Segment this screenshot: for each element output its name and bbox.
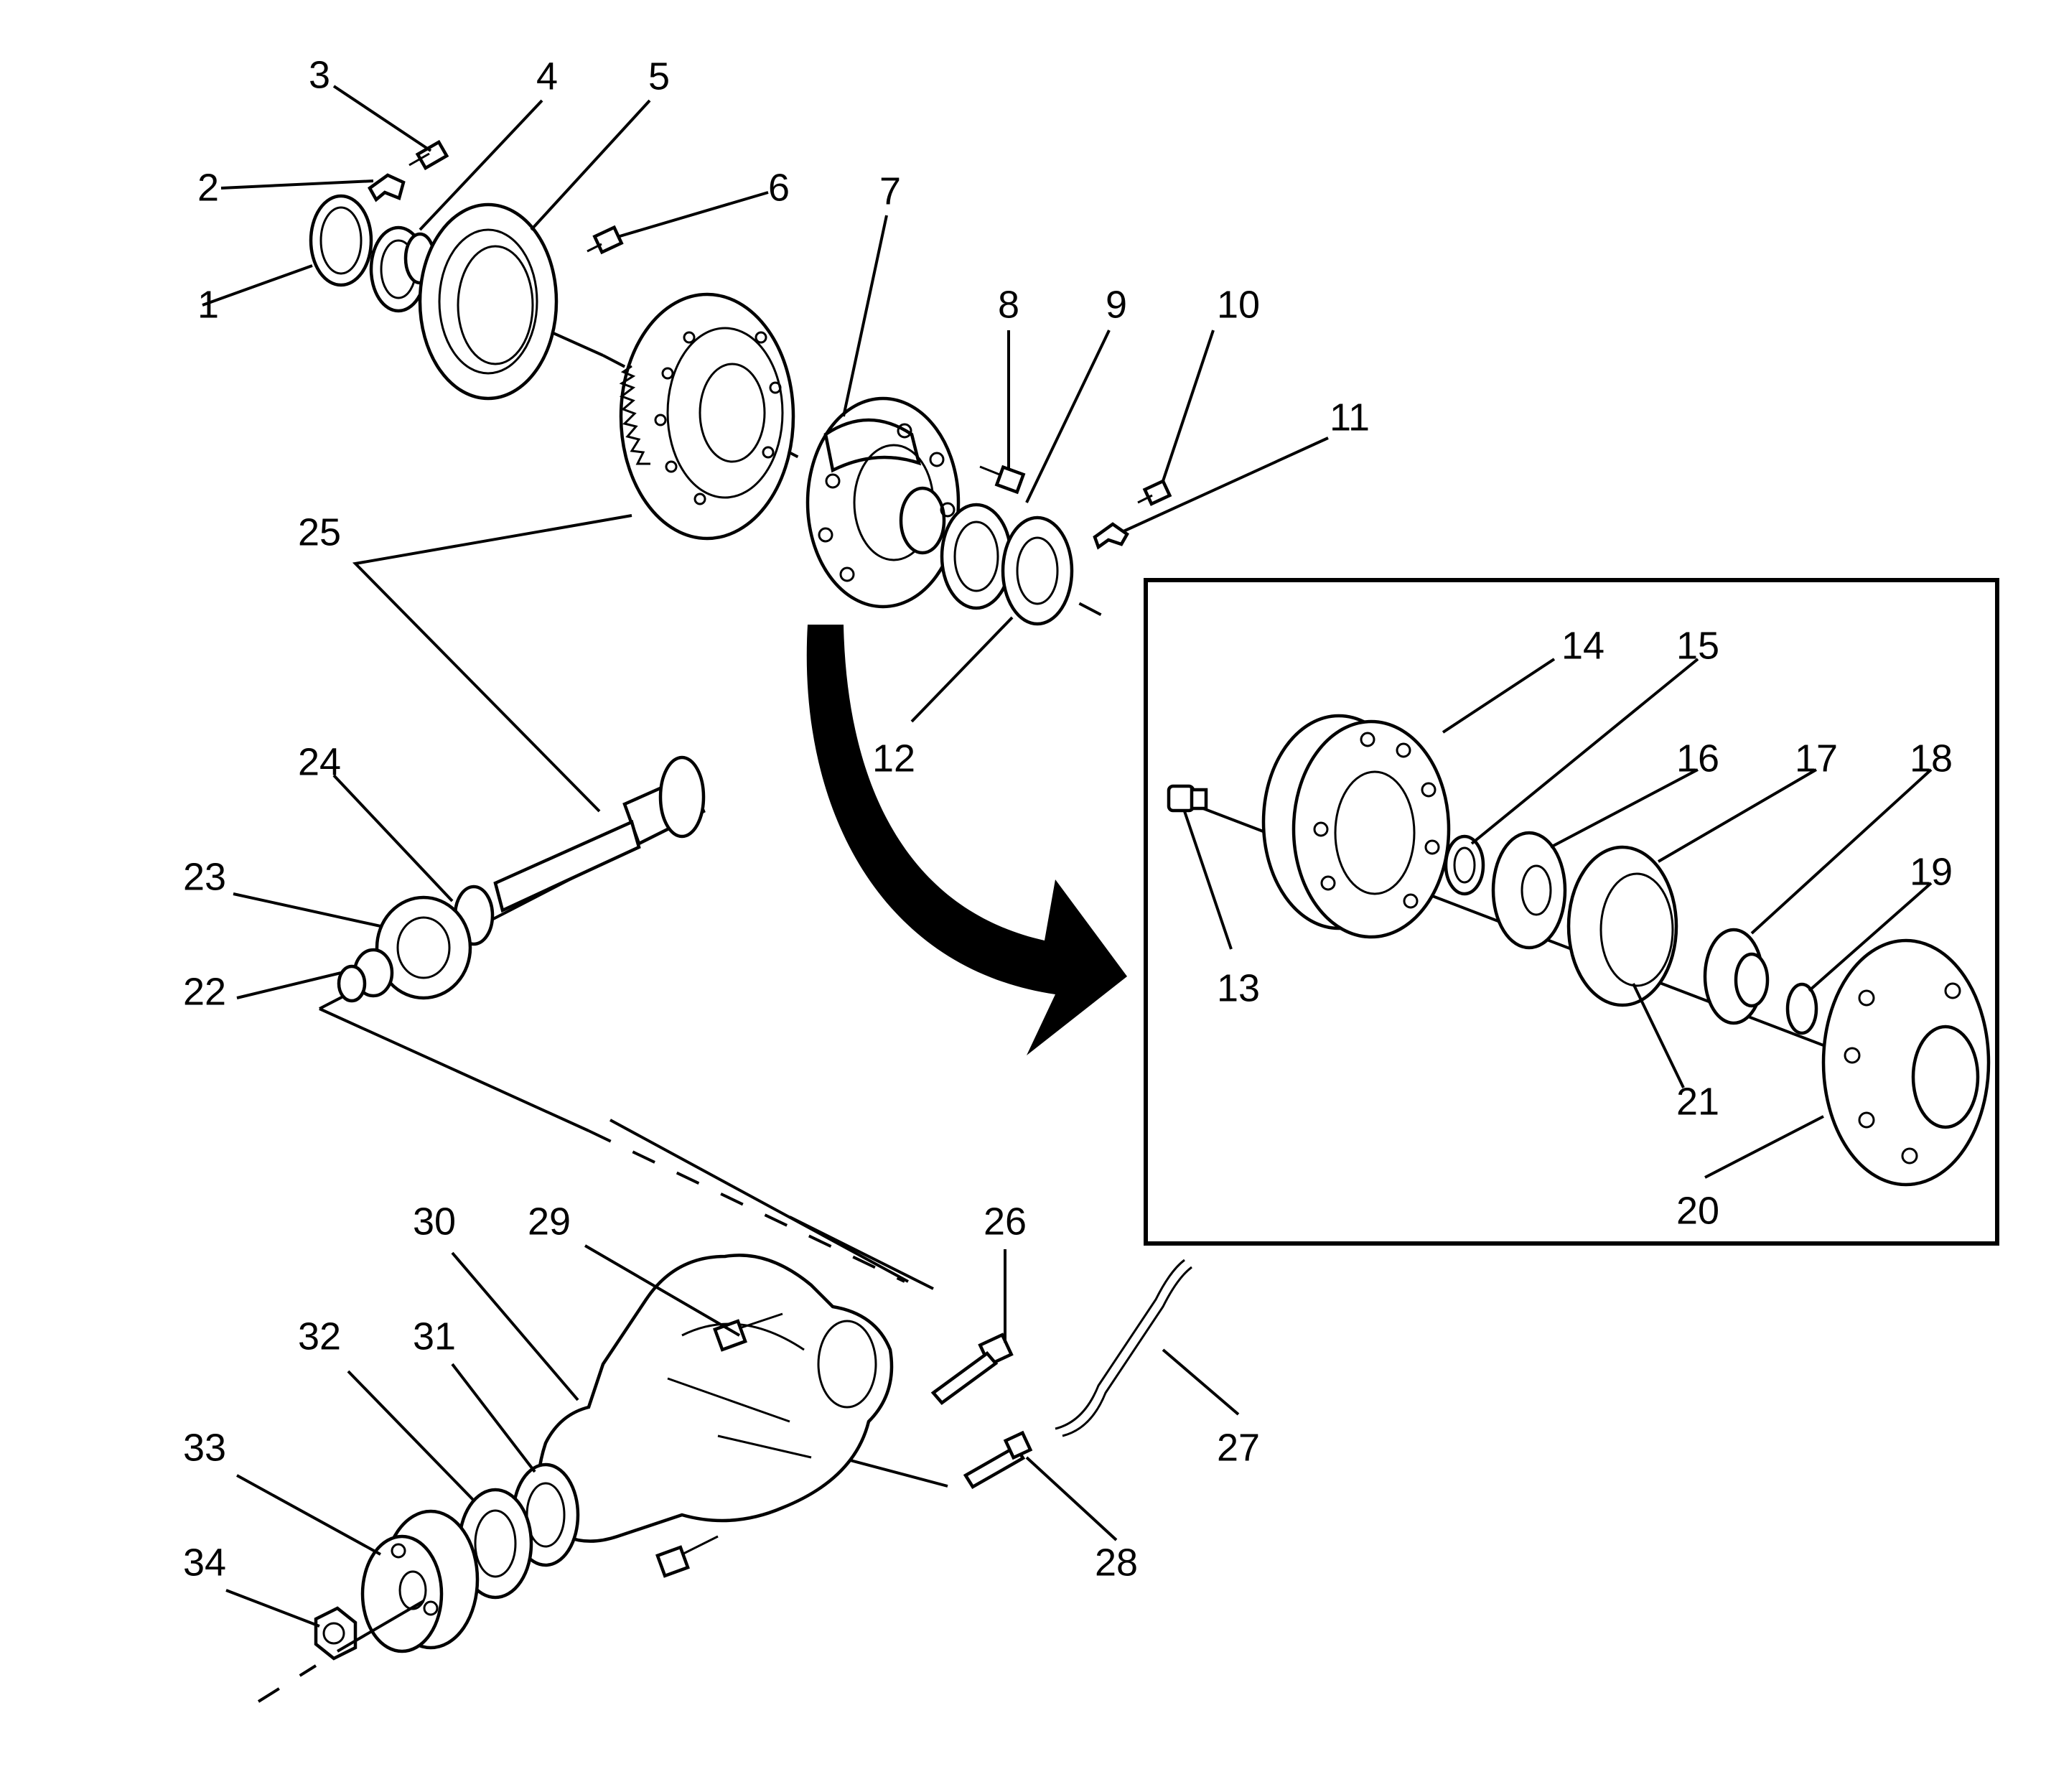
callout-29: 29 xyxy=(528,1200,571,1243)
detail-arrow xyxy=(806,625,1127,1055)
callout-10: 10 xyxy=(1217,283,1260,326)
callout-12: 12 xyxy=(872,737,915,780)
callout-3: 3 xyxy=(309,53,330,96)
side-bearing-cup-part xyxy=(1001,515,1074,626)
washer-right-part xyxy=(1785,982,1818,1035)
lower-housing-bolt-part xyxy=(655,1535,719,1578)
callout-28: 28 xyxy=(1095,1541,1138,1584)
callout-14: 14 xyxy=(1561,624,1604,667)
callout-34: 34 xyxy=(183,1541,226,1584)
mounting-bolt-part xyxy=(930,1333,1014,1406)
leader-lines xyxy=(202,85,1933,1628)
differential-case-part xyxy=(805,396,961,609)
flange-case-part xyxy=(1821,938,1991,1187)
clip-bolt-part xyxy=(408,139,449,171)
case-half-part xyxy=(1261,714,1451,939)
thrust-washer-part xyxy=(1444,834,1485,896)
vent-fitting-part xyxy=(963,1430,1033,1490)
callout-22: 22 xyxy=(183,970,226,1013)
callout-17: 17 xyxy=(1795,737,1838,780)
adjuster-bolt-part xyxy=(587,225,624,255)
vent-hose-part xyxy=(1055,1259,1185,1430)
side-bearing-part xyxy=(940,503,1013,610)
callout-20: 20 xyxy=(1676,1189,1719,1232)
callout-6: 6 xyxy=(768,166,790,209)
collapsible-spacer-part xyxy=(337,948,394,1003)
callout-32: 32 xyxy=(298,1315,341,1358)
side-gear-right-part xyxy=(1703,928,1770,1025)
callout-5: 5 xyxy=(648,55,670,98)
callout-1: 1 xyxy=(197,283,219,326)
callout-18: 18 xyxy=(1910,737,1953,780)
adjuster-clip-right-part xyxy=(1093,522,1129,550)
callout-11: 11 xyxy=(1330,396,1370,439)
callout-21: 21 xyxy=(1676,1080,1719,1123)
callout-16: 16 xyxy=(1676,737,1719,780)
adjuster-clip-part xyxy=(368,173,406,202)
pinion-nut-part xyxy=(314,1606,358,1661)
callout-26: 26 xyxy=(984,1200,1027,1243)
callout-19: 19 xyxy=(1910,850,1953,893)
detail-parts-group xyxy=(1167,714,1991,1187)
callout-24: 24 xyxy=(298,740,341,783)
callout-4: 4 xyxy=(536,55,558,98)
callout-30: 30 xyxy=(413,1200,456,1243)
callout-7: 7 xyxy=(879,169,901,213)
callout-13: 13 xyxy=(1217,966,1260,1009)
carrier-housing-part xyxy=(536,1254,894,1543)
pinion-bearing-part xyxy=(375,895,472,1000)
bearing-part xyxy=(369,225,436,313)
pinion-flange-part xyxy=(360,1509,480,1653)
callout-15: 15 xyxy=(1676,624,1719,667)
upper-carrier-group xyxy=(309,139,1172,626)
callout-23: 23 xyxy=(183,855,226,898)
callout-9: 9 xyxy=(1106,283,1127,326)
callout-8: 8 xyxy=(998,283,1019,326)
clutch-part xyxy=(1566,845,1678,1007)
housing-bolt-part xyxy=(713,1312,783,1352)
pinion-group xyxy=(319,755,706,1010)
callout-labels: 1 2 3 4 5 6 7 8 9 10 11 12 13 14 15 16 1… xyxy=(183,53,1953,1584)
callout-33: 33 xyxy=(183,1426,226,1469)
bearing-cup-part xyxy=(309,194,373,287)
ring-gear-part xyxy=(619,292,795,541)
callout-31: 31 xyxy=(413,1315,456,1358)
side-gear-part xyxy=(1491,831,1567,950)
case-bolt-part xyxy=(979,465,1026,495)
housing-group xyxy=(257,1007,1192,1703)
callout-2: 2 xyxy=(197,166,219,209)
pinion-gear-part xyxy=(493,755,706,913)
clip-bolt-right-part xyxy=(1137,479,1172,506)
callout-27: 27 xyxy=(1217,1426,1260,1469)
callout-25: 25 xyxy=(298,510,341,554)
case-bolt-detail-part xyxy=(1167,784,1208,813)
adjuster-part xyxy=(418,202,559,401)
